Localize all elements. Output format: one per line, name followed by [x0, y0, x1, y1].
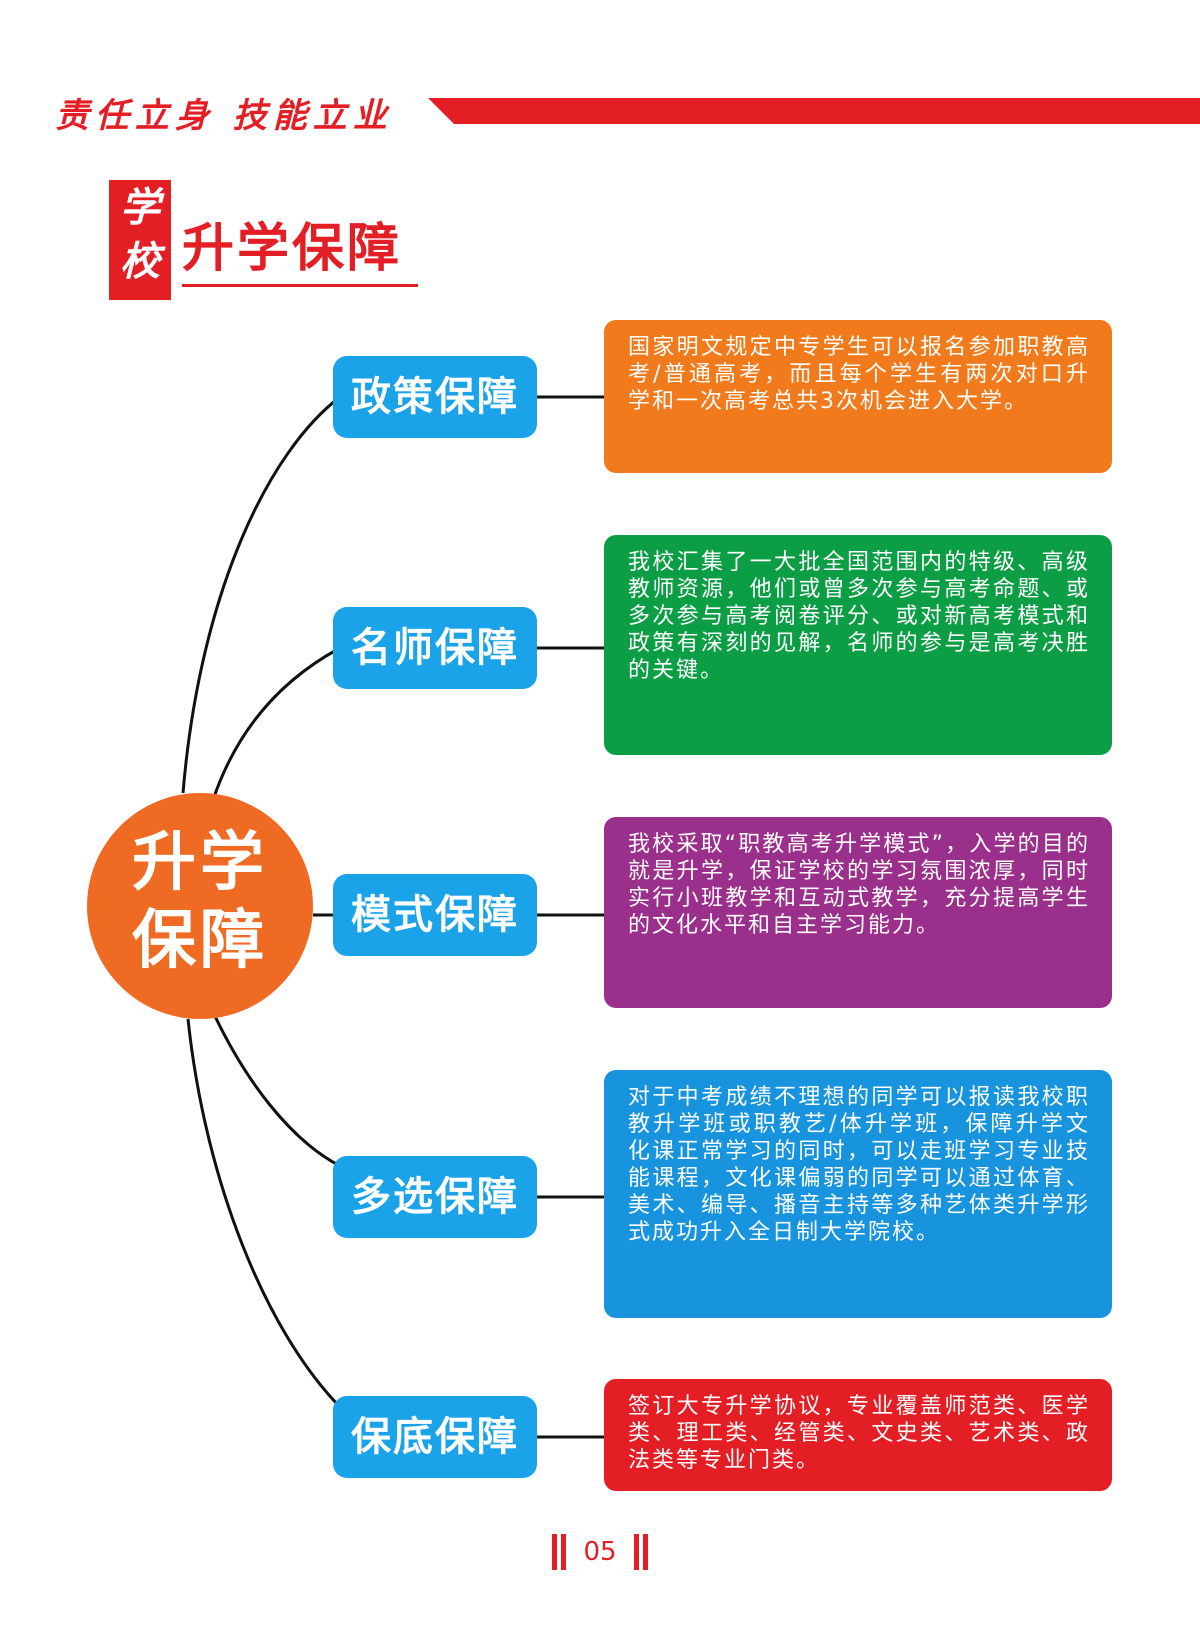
section-title: 升学保障	[182, 219, 403, 279]
school-tag: 学 校	[109, 180, 171, 300]
school-tag-char-2: 校	[120, 238, 160, 285]
connector-curve-4	[211, 1011, 341, 1168]
page-number-text: 05	[583, 1537, 617, 1567]
school-tag-char-1: 学	[120, 184, 160, 231]
connector-curve-2	[211, 646, 341, 801]
header-red-bar	[428, 98, 1200, 124]
section-title-underline	[182, 284, 418, 287]
hub-circle: 升学 保障	[87, 793, 313, 1019]
connector-curve-1	[181, 395, 341, 794]
page-number-bar-left-1	[552, 1534, 557, 1570]
pill-mode: 模式保障	[333, 874, 537, 956]
box-policy: 国家明文规定中专学生可以报名参加职教高考/普通高考，而且每个学生有两次对口升学和…	[604, 320, 1112, 473]
box-teachers: 我校汇集了一大批全国范围内的特级、高级教师资源，他们或曾多次参与高考命题、或多次…	[604, 535, 1112, 755]
pill-baseline: 保底保障	[333, 1396, 537, 1478]
box-choices: 对于中考成绩不理想的同学可以报读我校职教升学班或职教艺/体升学班，保障升学文化课…	[604, 1070, 1112, 1318]
pill-choices: 多选保障	[333, 1156, 537, 1238]
hub-line-1: 升学	[132, 826, 268, 900]
hub-line-2: 保障	[132, 904, 268, 978]
page-number: 05	[552, 1532, 648, 1572]
page-number-bar-right-1	[634, 1534, 639, 1570]
box-mode: 我校采取“职教高考升学模式”，入学的目的就是升学，保证学校的学习氛围浓厚，同时实…	[604, 817, 1112, 1008]
pill-policy: 政策保障	[333, 356, 537, 438]
pill-teachers: 名师保障	[333, 607, 537, 689]
page-number-bar-right-2	[643, 1534, 648, 1570]
page-number-bar-left-2	[561, 1534, 566, 1570]
connector-curve-5	[186, 1018, 342, 1409]
box-baseline: 签订大专升学协议，专业覆盖师范类、医学类、理工类、经管类、文史类、艺术类、政法类…	[604, 1379, 1112, 1491]
header-slogan: 责任立身 技能立业	[55, 96, 393, 136]
